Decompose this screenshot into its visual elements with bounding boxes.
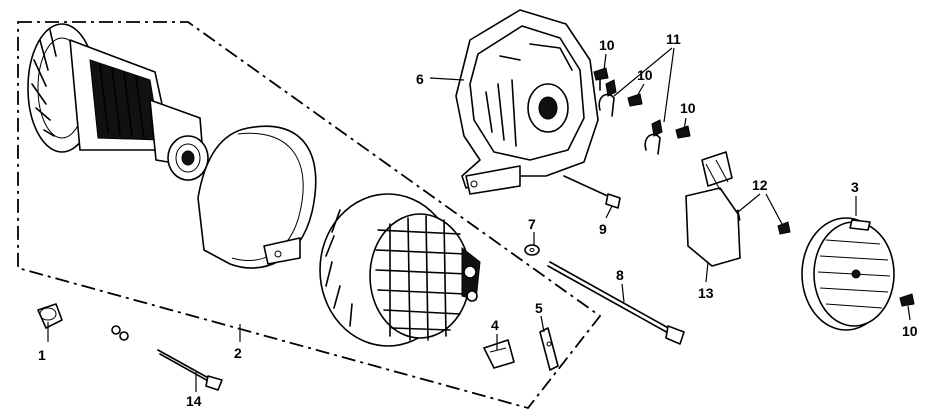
end-housing	[455, 9, 599, 195]
callout-10-bottom: 10	[902, 323, 918, 339]
callout-9: 9	[599, 221, 607, 237]
screw-right	[675, 125, 691, 139]
callout-8: 8	[616, 267, 624, 283]
leader-lines	[47, 47, 911, 392]
through-bolt-long	[547, 261, 685, 345]
callout-7: 7	[528, 216, 536, 232]
callout-13: 13	[698, 285, 714, 301]
stator-assembly	[319, 193, 481, 347]
callout-10-mid: 10	[637, 67, 653, 83]
stator-band	[197, 125, 317, 269]
callout-5: 5	[535, 300, 543, 316]
regulator-cover	[685, 151, 741, 267]
callout-3: 3	[851, 179, 859, 195]
nut-pair	[111, 325, 129, 341]
callout-11: 11	[666, 31, 681, 47]
through-bolt-short	[157, 349, 223, 391]
brush-holder-left	[598, 79, 617, 117]
rotor-stator-assembly-boundary	[17, 21, 602, 410]
screw-top	[593, 67, 609, 91]
callout-2: 2	[234, 345, 242, 361]
clip-part	[539, 327, 559, 371]
callout-1: 1	[38, 347, 46, 363]
callout-14: 14	[186, 393, 202, 409]
cap-part	[37, 303, 63, 329]
callout-4: 4	[491, 317, 499, 333]
callout-6: 6	[416, 71, 424, 87]
screw-bottom-right	[899, 293, 915, 307]
rotor-assembly	[27, 23, 209, 181]
callout-10-top: 10	[599, 37, 615, 53]
washer	[524, 244, 540, 256]
callout-10-right: 10	[680, 100, 696, 116]
brush-holder-right	[644, 119, 663, 155]
rear-grille-cover	[801, 217, 895, 331]
callout-12: 12	[752, 177, 768, 193]
cover-screw-right	[777, 221, 791, 235]
bracket-part	[483, 339, 515, 369]
screw-mid	[627, 93, 643, 107]
housing-bolt	[563, 175, 621, 209]
